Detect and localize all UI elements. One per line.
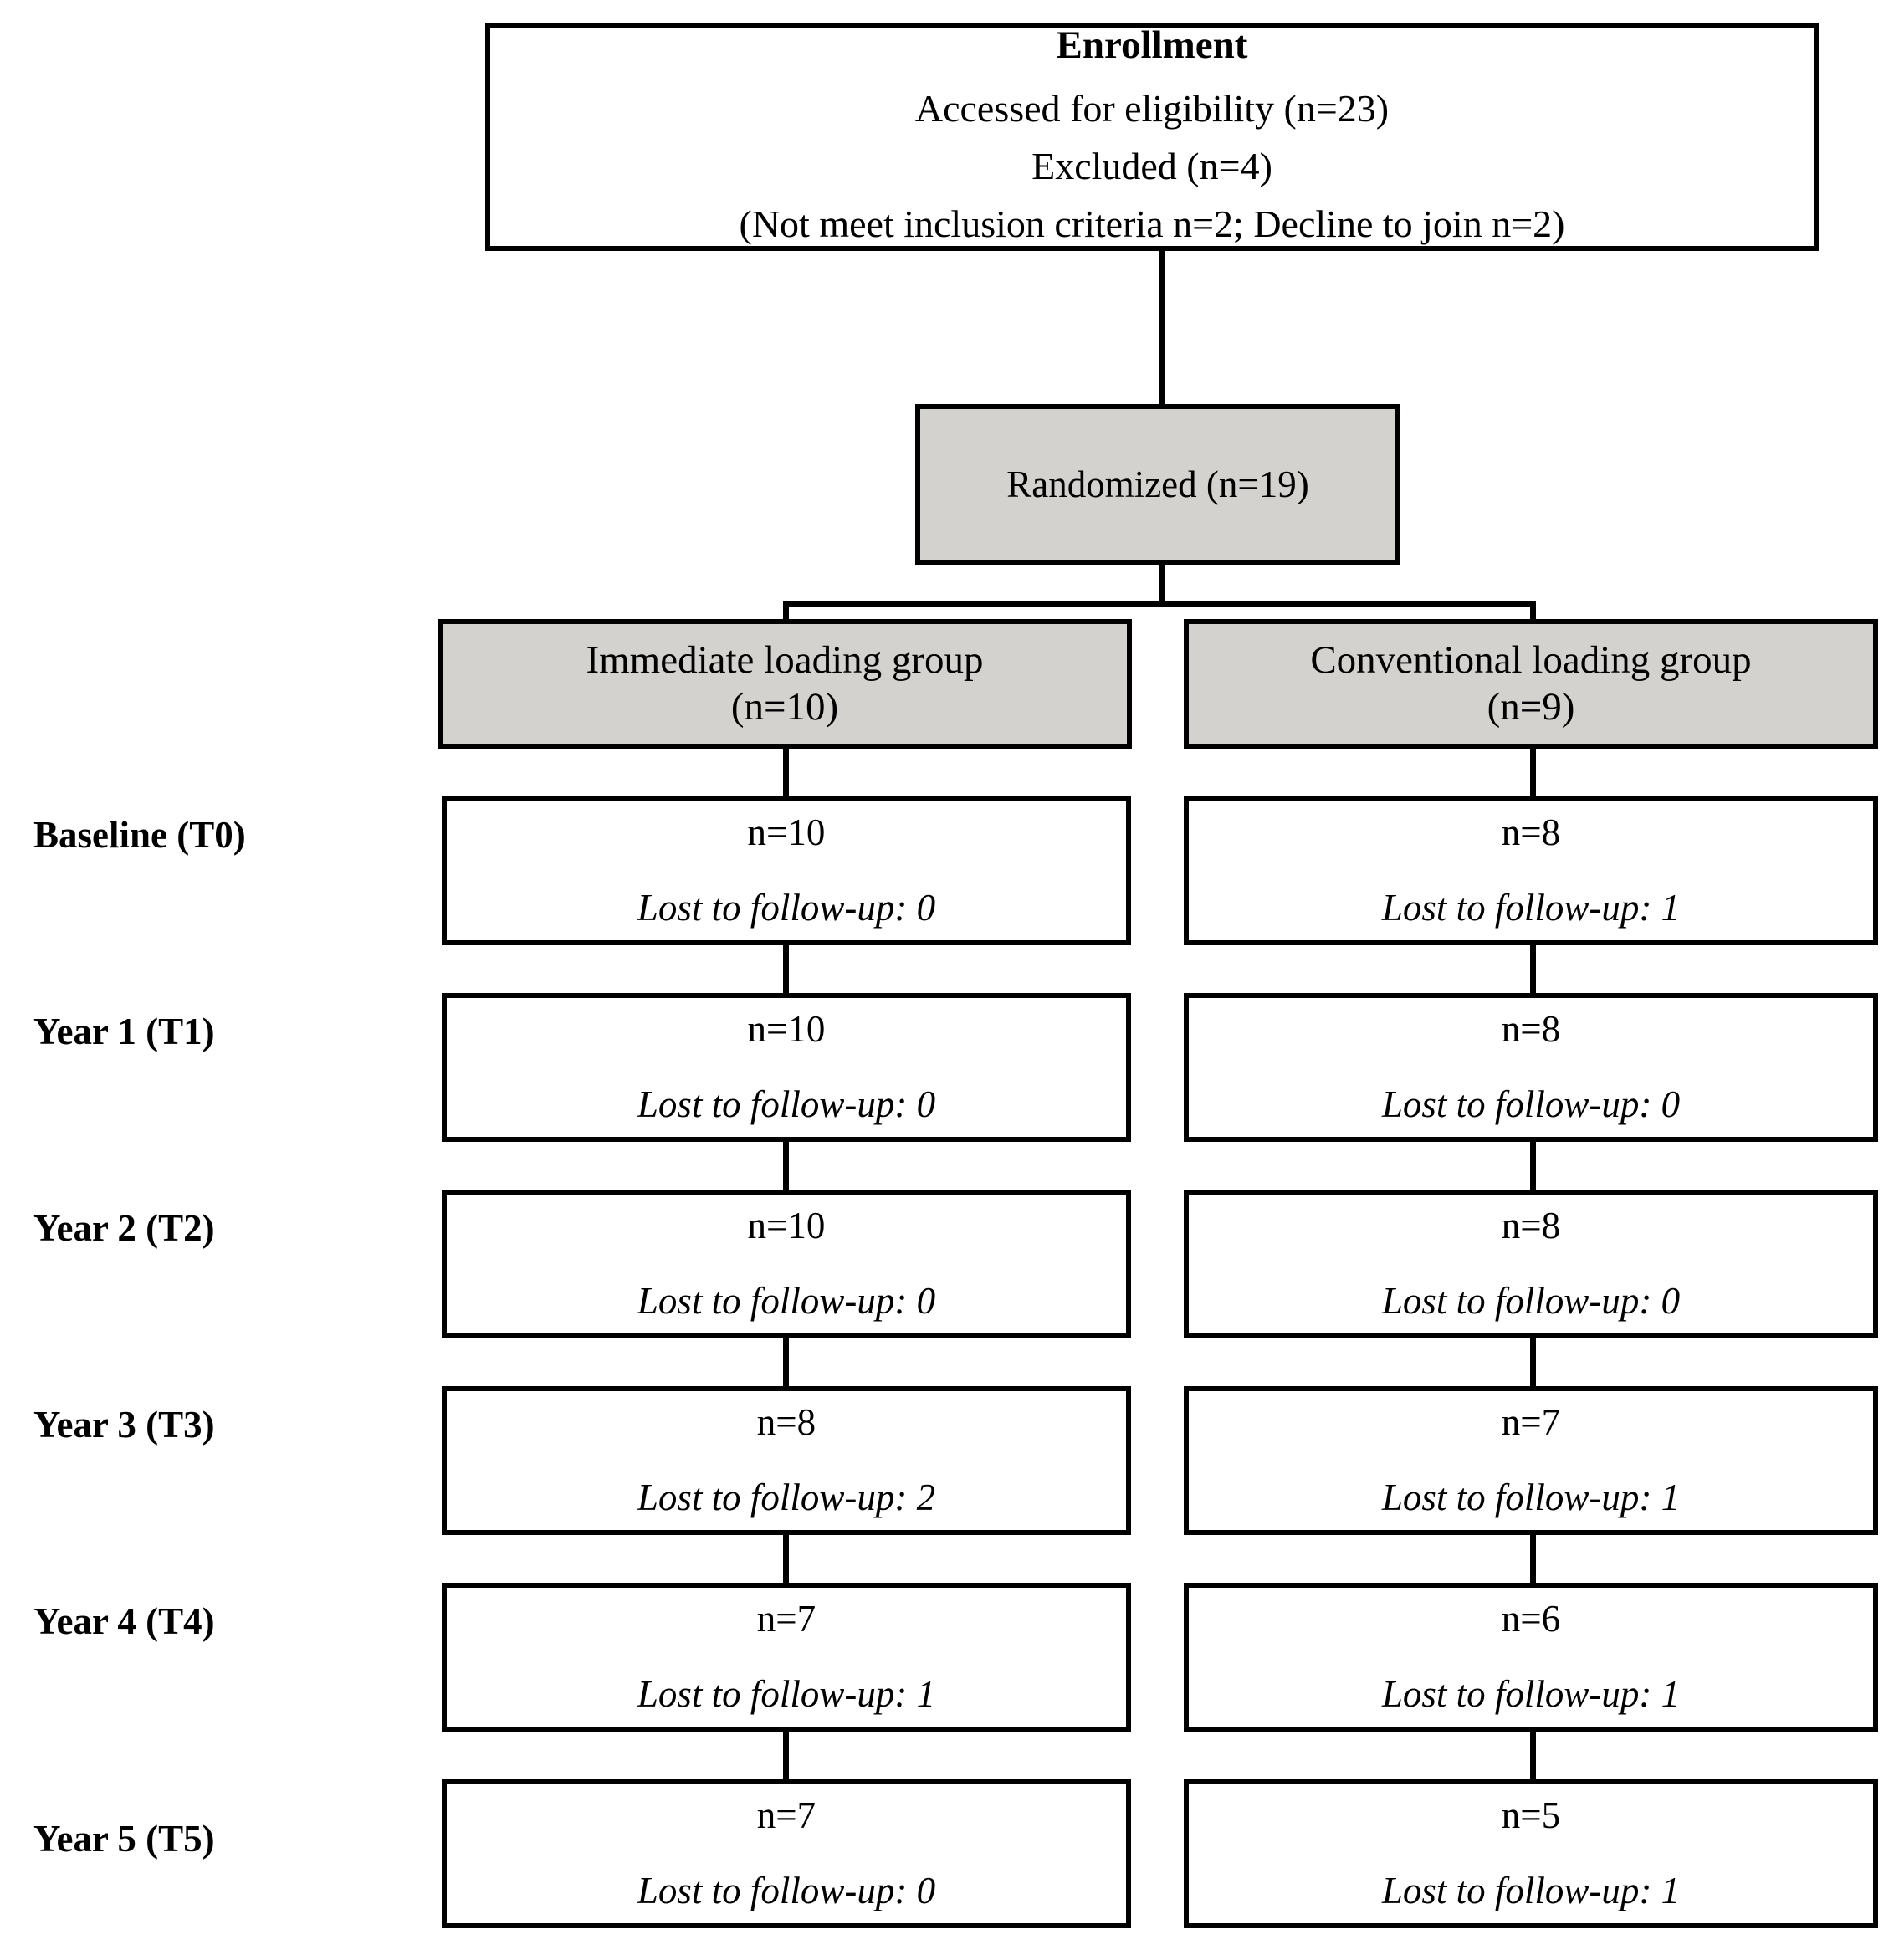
stage-conventional-t1-lost: Lost to follow-up: 0 <box>1381 1083 1681 1125</box>
stage-box-conventional-t2: n=8 Lost to follow-up: 0 <box>1184 1190 1878 1338</box>
connector-split-to-conventional-group <box>1530 601 1536 625</box>
row-label-year-1: Year 1 (T1) <box>33 1011 215 1052</box>
stage-box-immediate-t1: n=10 Lost to follow-up: 0 <box>442 993 1131 1142</box>
stage-immediate-t4-lost: Lost to follow-up: 1 <box>637 1673 936 1715</box>
enrollment-excluded-line: Excluded (n=4) <box>1031 145 1272 188</box>
connector-conventional-t2-to-t3 <box>1530 1338 1536 1386</box>
stage-immediate-t1-lost: Lost to follow-up: 0 <box>637 1083 936 1125</box>
stage-box-immediate-t0: n=10 Lost to follow-up: 0 <box>442 796 1131 945</box>
stage-box-conventional-t1: n=8 Lost to follow-up: 0 <box>1184 993 1878 1142</box>
stage-conventional-t2-n: n=8 <box>1501 1205 1561 1247</box>
enrollment-box: Enrollment Accessed for eligibility (n=2… <box>485 23 1819 251</box>
connector-immediate-t3-to-t4 <box>783 1535 789 1583</box>
connector-immediate-t4-to-t5 <box>783 1732 789 1779</box>
row-label-year-5: Year 5 (T5) <box>33 1818 215 1860</box>
stage-immediate-t2-lost: Lost to follow-up: 0 <box>637 1280 936 1322</box>
connector-randomized-stem <box>1159 565 1165 606</box>
stage-immediate-t4-n: n=7 <box>756 1598 816 1640</box>
stage-conventional-t0-lost: Lost to follow-up: 1 <box>1381 887 1681 929</box>
stage-immediate-t2-n: n=10 <box>747 1205 826 1247</box>
group-header-immediate: Immediate loading group (n=10) <box>438 619 1132 749</box>
stage-immediate-t1-n: n=10 <box>747 1008 826 1051</box>
stage-box-conventional-t3: n=7 Lost to follow-up: 1 <box>1184 1386 1878 1535</box>
connector-conventional-t3-to-t4 <box>1530 1535 1536 1583</box>
stage-immediate-t0-lost: Lost to follow-up: 0 <box>637 887 936 929</box>
connector-conventional-t0-to-t1 <box>1530 945 1536 993</box>
connector-immediate-group-to-t0 <box>783 749 789 796</box>
stage-conventional-t5-lost: Lost to follow-up: 1 <box>1381 1870 1681 1911</box>
stage-box-immediate-t4: n=7 Lost to follow-up: 1 <box>442 1583 1131 1732</box>
randomized-label: Randomized (n=19) <box>1006 463 1309 505</box>
connector-randomized-split-horizontal <box>783 601 1536 607</box>
stage-conventional-t3-lost: Lost to follow-up: 1 <box>1381 1476 1681 1518</box>
stage-box-conventional-t5: n=5 Lost to follow-up: 1 <box>1184 1779 1878 1928</box>
enrollment-exclusion-reasons-line: (Not meet inclusion criteria n=2; Declin… <box>739 202 1565 246</box>
stage-immediate-t3-lost: Lost to follow-up: 2 <box>637 1476 936 1518</box>
stage-box-immediate-t5: n=7 Lost to follow-up: 0 <box>442 1779 1131 1928</box>
connector-split-to-immediate-group <box>783 601 789 625</box>
enrollment-title: Enrollment <box>1056 23 1248 67</box>
row-label-year-3: Year 3 (T3) <box>33 1404 215 1446</box>
stage-conventional-t2-lost: Lost to follow-up: 0 <box>1381 1280 1681 1322</box>
group-header-conventional: Conventional loading group (n=9) <box>1184 619 1878 749</box>
stage-conventional-t0-n: n=8 <box>1501 811 1561 854</box>
connector-immediate-t0-to-t1 <box>783 945 789 993</box>
group-header-conventional-count: (n=9) <box>1487 684 1575 729</box>
enrollment-assessed-line: Accessed for eligibility (n=23) <box>914 87 1390 130</box>
stage-conventional-t1-n: n=8 <box>1501 1008 1561 1051</box>
stage-box-immediate-t3: n=8 Lost to follow-up: 2 <box>442 1386 1131 1535</box>
stage-box-immediate-t2: n=10 Lost to follow-up: 0 <box>442 1190 1131 1338</box>
stage-immediate-t0-n: n=10 <box>747 811 826 854</box>
group-header-immediate-count: (n=10) <box>730 684 839 729</box>
stage-box-conventional-t4: n=6 Lost to follow-up: 1 <box>1184 1583 1878 1732</box>
group-header-conventional-name: Conventional loading group <box>1310 638 1752 683</box>
row-label-year-4: Year 4 (T4) <box>33 1600 215 1642</box>
stage-conventional-t3-n: n=7 <box>1501 1401 1561 1444</box>
stage-conventional-t5-n: n=5 <box>1501 1794 1561 1837</box>
group-header-immediate-name: Immediate loading group <box>586 638 984 683</box>
row-label-year-2: Year 2 (T2) <box>33 1207 215 1249</box>
stage-immediate-t5-lost: Lost to follow-up: 0 <box>637 1870 936 1911</box>
connector-conventional-t1-to-t2 <box>1530 1142 1536 1190</box>
stage-box-conventional-t0: n=8 Lost to follow-up: 1 <box>1184 796 1878 945</box>
connector-immediate-t2-to-t3 <box>783 1338 789 1386</box>
connector-immediate-t1-to-t2 <box>783 1142 789 1190</box>
stage-immediate-t3-n: n=8 <box>756 1401 816 1444</box>
connector-conventional-t4-to-t5 <box>1530 1732 1536 1779</box>
row-label-baseline: Baseline (T0) <box>33 814 246 856</box>
randomized-box: Randomized (n=19) <box>915 404 1400 565</box>
connector-enrollment-to-randomized <box>1159 251 1165 407</box>
stage-immediate-t5-n: n=7 <box>756 1794 816 1837</box>
stage-conventional-t4-n: n=6 <box>1501 1598 1561 1640</box>
stage-conventional-t4-lost: Lost to follow-up: 1 <box>1381 1673 1681 1715</box>
connector-conventional-group-to-t0 <box>1530 749 1536 796</box>
